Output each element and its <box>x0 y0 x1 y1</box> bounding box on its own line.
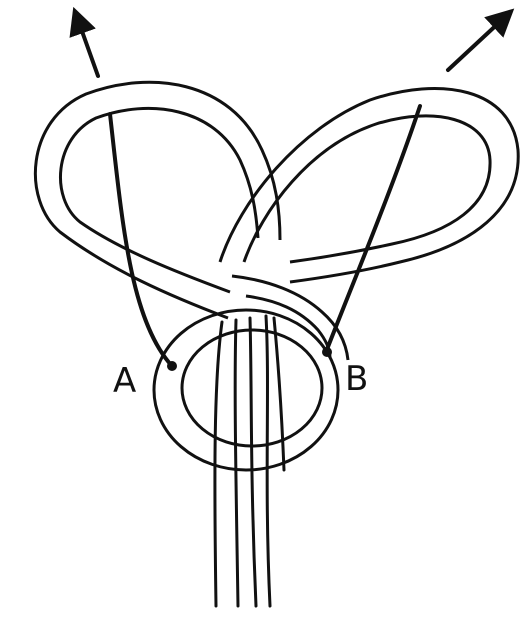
point-a-dot <box>167 361 177 371</box>
point-b-dot <box>322 347 332 357</box>
arrow-up-right <box>446 8 515 72</box>
standing-strands <box>213 314 286 608</box>
left-loop <box>33 80 282 320</box>
pull-line-a <box>108 112 174 368</box>
pull-lines <box>69 6 515 368</box>
label-b: B <box>345 359 368 399</box>
pull-line-b <box>324 104 422 354</box>
lower-ring <box>152 308 340 472</box>
arrow-up-left <box>69 6 100 78</box>
right-loop <box>218 87 520 284</box>
label-a: A <box>113 361 136 401</box>
